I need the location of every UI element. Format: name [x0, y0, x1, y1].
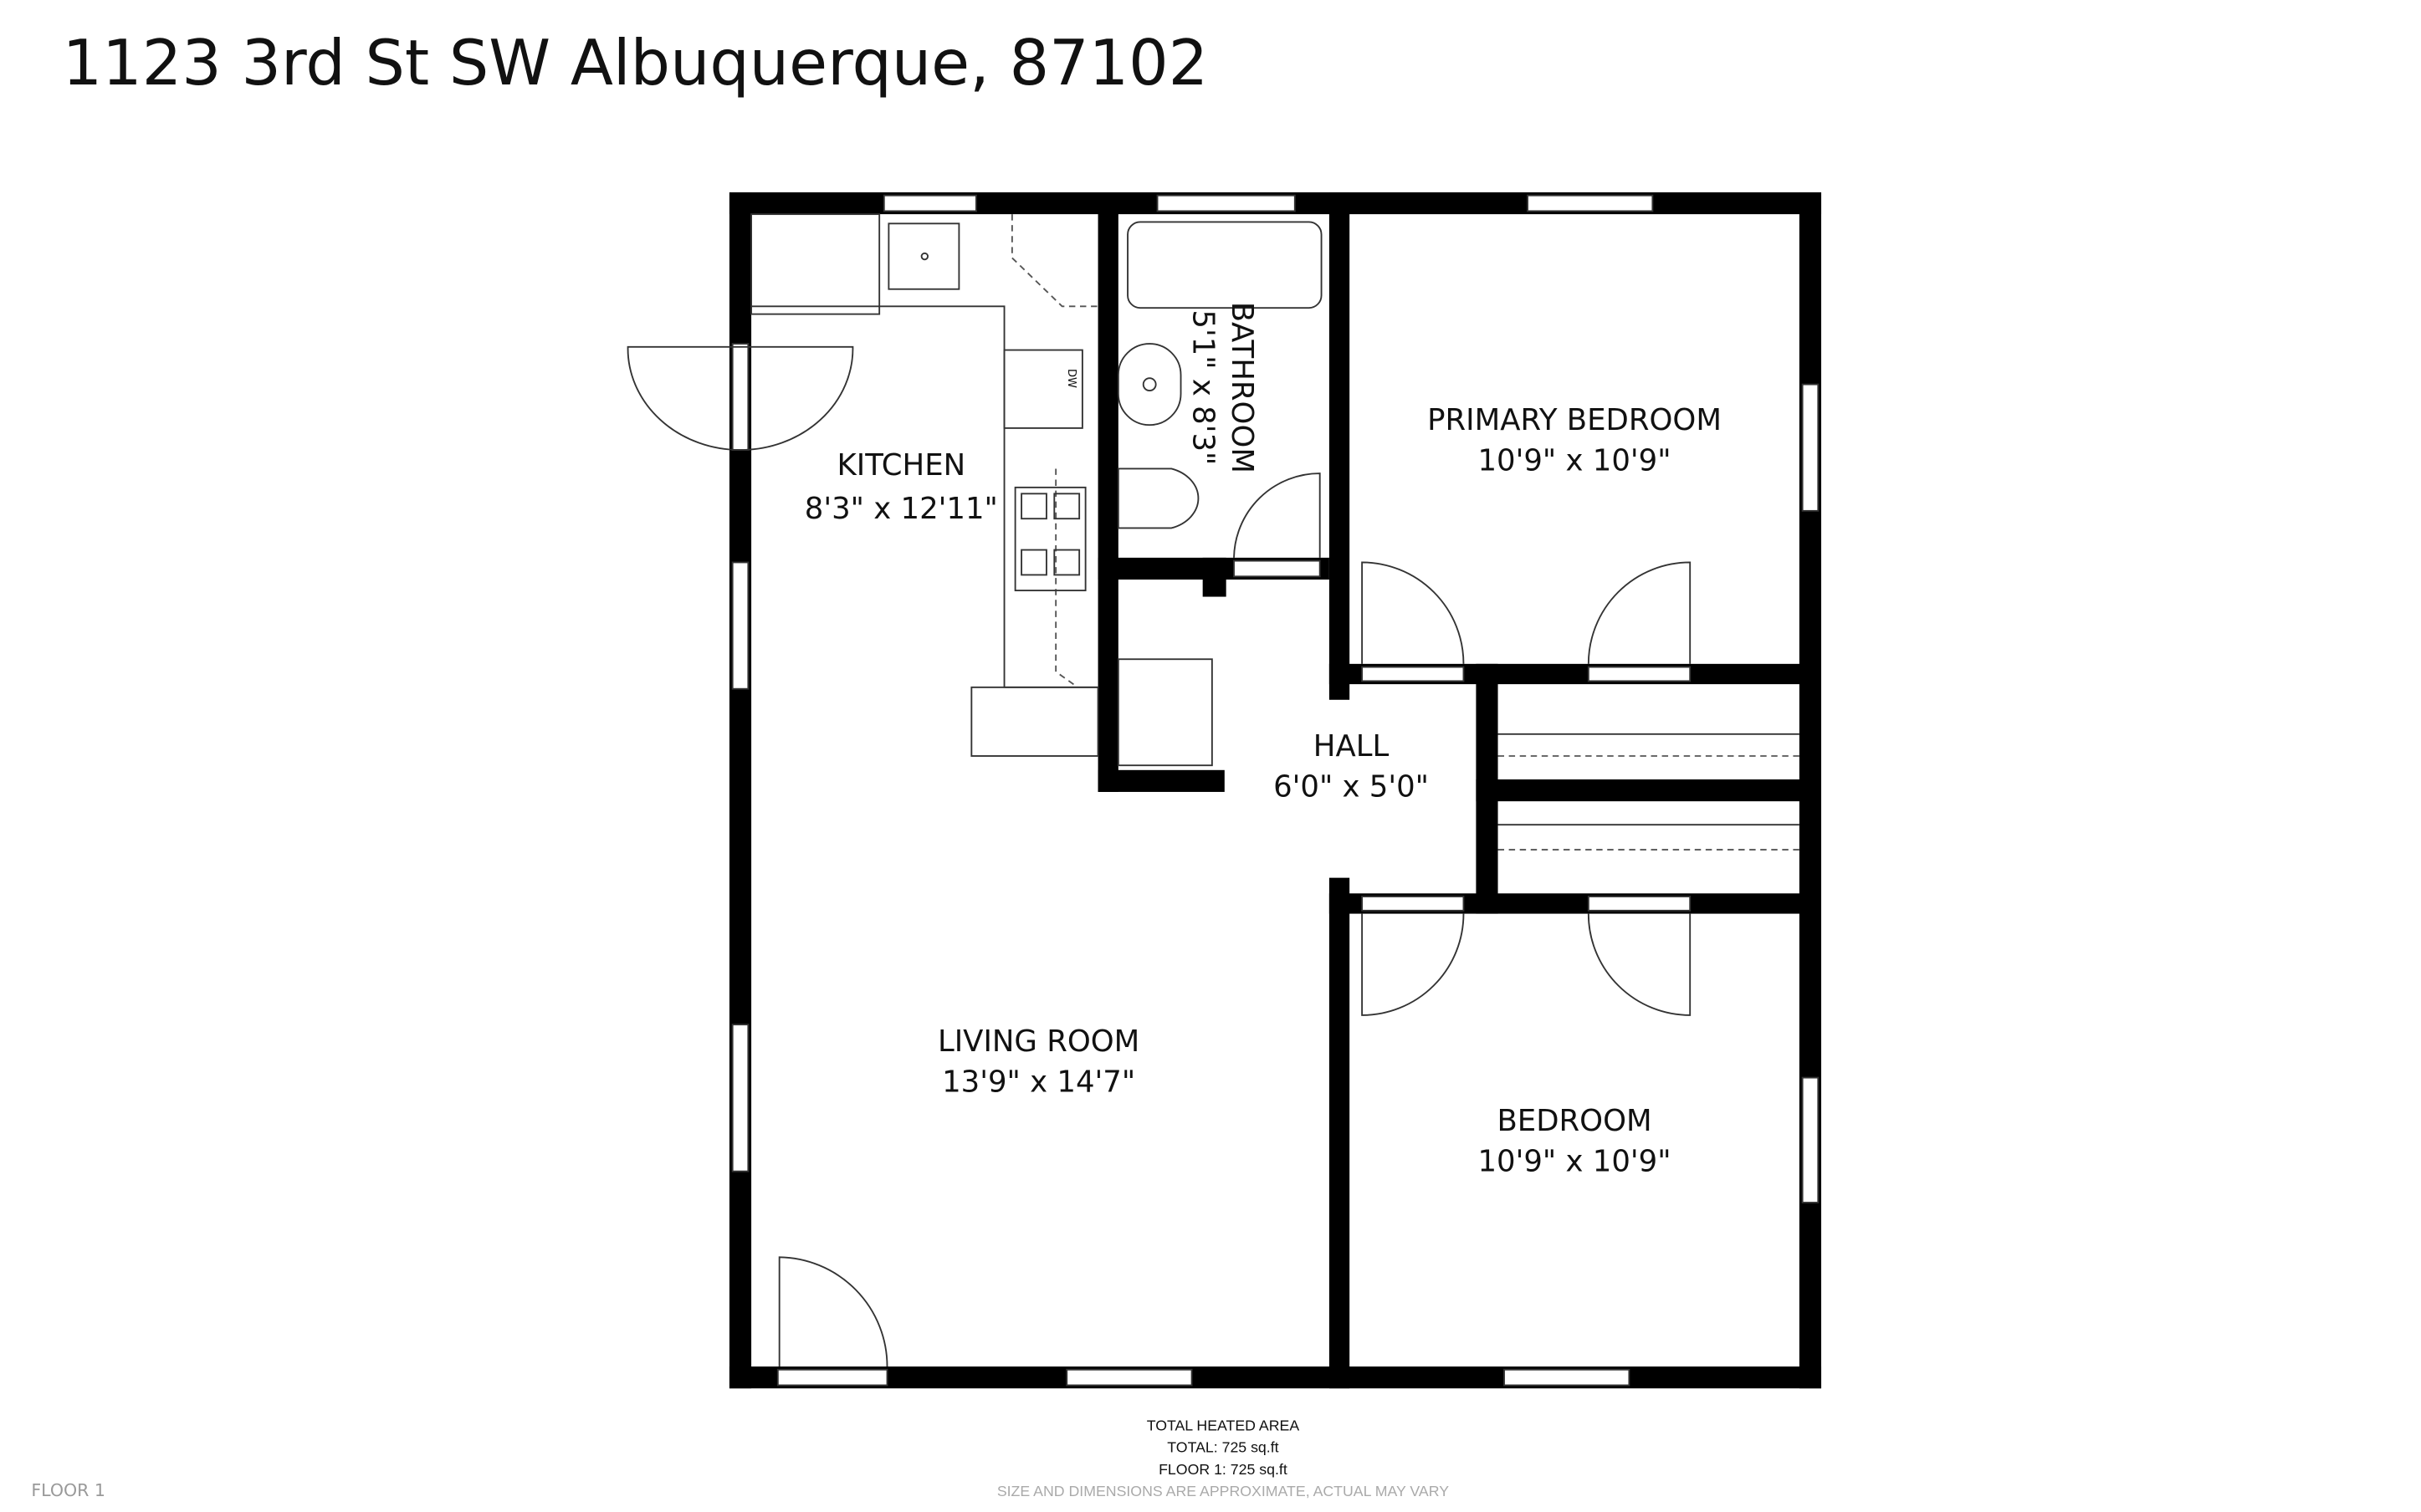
fixtures: DW	[750, 213, 1799, 850]
wall-bath-left	[1098, 203, 1118, 792]
property-address-title: 1123 3rd St SW Albuquerque, 87102	[63, 27, 1208, 100]
door-swing-icon	[1587, 561, 1692, 664]
room-dims-kitchen: 8'3" x 12'11"	[805, 492, 998, 526]
room-name-bedroom: BEDROOM	[1497, 1104, 1651, 1138]
room-name-living-room: LIVING ROOM	[938, 1024, 1139, 1059]
stove-icon	[1014, 486, 1087, 592]
wall-stub	[1202, 557, 1226, 597]
counter	[970, 686, 1099, 757]
wall-closet-bottom	[1098, 769, 1225, 792]
room-dims-bedroom: 10'9" x 10'9"	[1477, 1145, 1671, 1179]
wall-bedroom-left	[1328, 877, 1350, 1389]
area-summary: TOTAL HEATED AREA TOTAL: 725 sq.ft FLOOR…	[997, 1418, 1449, 1499]
windows-and-openings	[731, 194, 1820, 1387]
closet-shelf	[1117, 658, 1213, 767]
wall-bottom	[729, 1366, 1822, 1389]
area-floor1: FLOOR 1: 725 sq.ft	[1159, 1461, 1287, 1478]
room-dims-hall: 6'0" x 5'0"	[1273, 770, 1429, 805]
room-name-kitchen: KITCHEN	[837, 448, 965, 483]
dishwasher-label: DW	[1065, 369, 1077, 388]
room-dims-primary-bedroom: 10'9" x 10'9"	[1477, 443, 1671, 478]
room-name-bathroom: BATHROOM	[1225, 302, 1259, 473]
bathtub-icon	[1127, 221, 1323, 309]
door-swing-icon	[1361, 913, 1465, 1016]
room-name-hall: HALL	[1313, 729, 1390, 764]
room-dims-living-room: 13'9" x 14'7"	[942, 1065, 1135, 1099]
door-swing-icon	[1361, 561, 1465, 664]
kitchen-sink-icon	[888, 222, 960, 290]
wall-primary-left	[1328, 192, 1350, 700]
disclaimer: SIZE AND DIMENSIONS ARE APPROXIMATE, ACT…	[997, 1483, 1449, 1499]
door-swing-icon	[778, 1256, 888, 1367]
toilet-icon	[1117, 467, 1200, 529]
bathroom-sink-icon	[1117, 343, 1182, 427]
wall-closet-middle	[1476, 779, 1812, 802]
door-swing-icon	[740, 345, 854, 451]
room-labels: KITCHEN 8'3" x 12'11" BATHROOM 5'1" x 8'…	[805, 302, 1722, 1179]
area-total: TOTAL: 725 sq.ft	[1167, 1439, 1278, 1456]
dishwasher-icon	[1003, 349, 1083, 429]
room-name-primary-bedroom: PRIMARY BEDROOM	[1427, 403, 1722, 437]
doors	[627, 345, 1692, 1367]
door-swing-icon	[1587, 913, 1692, 1016]
door-swing-icon	[627, 345, 741, 451]
floor-label: FLOOR 1	[31, 1480, 105, 1500]
door-swing-icon	[1233, 472, 1321, 558]
room-dims-bathroom: 5'1" x 8'3"	[1185, 309, 1220, 465]
area-heading: TOTAL HEATED AREA	[1147, 1418, 1300, 1434]
